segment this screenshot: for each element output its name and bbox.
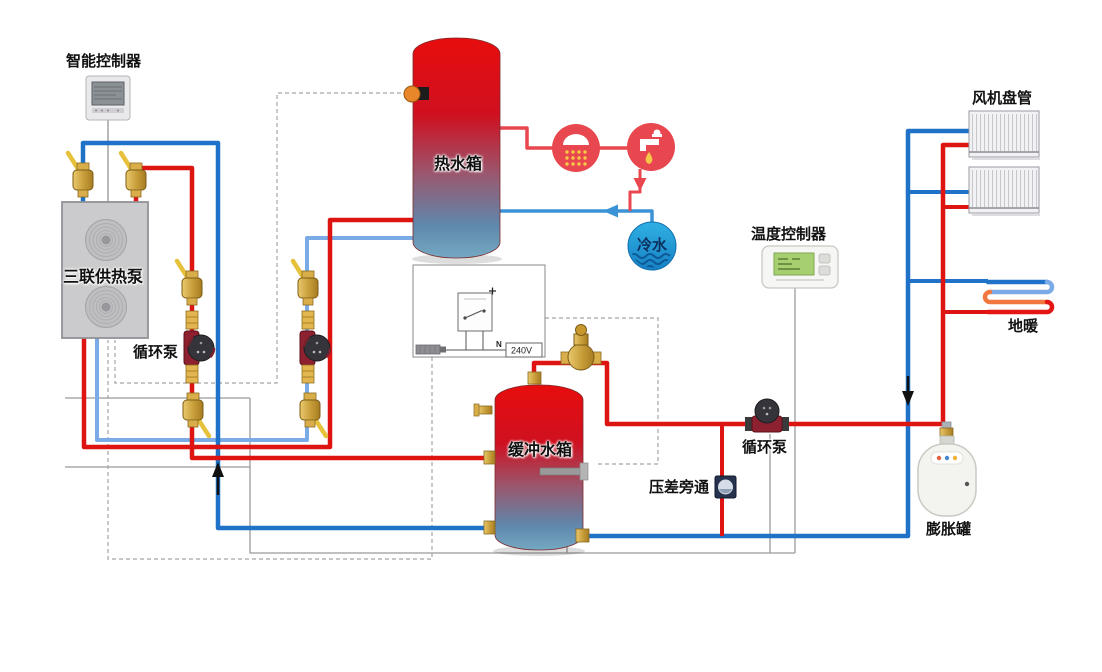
bypass-valve-icon xyxy=(714,475,737,499)
arrow-down-faucet xyxy=(633,178,647,191)
label-cold-water: 冷水 xyxy=(637,237,668,254)
label-expansion-tank: 膨胀罐 xyxy=(926,521,972,538)
water-drop-icon xyxy=(645,152,653,164)
pipe-faucet-drop xyxy=(628,169,642,211)
air-separator-icon xyxy=(560,324,602,371)
label-fan-coil: 风机盘管 xyxy=(972,90,1033,107)
neutral-label: N xyxy=(496,340,502,349)
arrow-up-return xyxy=(212,462,224,495)
label-circulation-pump-left: 循环泵 xyxy=(133,344,179,361)
tank-left-port xyxy=(483,520,496,535)
floor-heating-coil xyxy=(982,279,1055,315)
label-floor-heating: 地暖 xyxy=(1008,318,1039,335)
wire-tank-sensor-dashed xyxy=(114,92,408,384)
label-smart-controller: 智能控制器 xyxy=(66,53,142,70)
pipe-union-icon xyxy=(185,364,199,384)
ball-valve-icon xyxy=(121,153,146,197)
label-heat-pump: 三联供热泵 xyxy=(63,269,144,286)
tank-top-port xyxy=(527,371,542,385)
tank-temp-sensor-icon xyxy=(403,85,429,103)
smart-controller-device xyxy=(85,75,131,121)
voltage-label: 240V xyxy=(511,346,532,356)
fan-coil-unit-1 xyxy=(968,110,1040,160)
label-circulation-pump-right: 循环泵 xyxy=(742,439,788,456)
aquastat-probe-rod xyxy=(539,462,589,481)
circulation-pump-right-icon xyxy=(745,398,789,433)
expansion-tank-device xyxy=(917,421,977,517)
label-pressure-bypass: 压差旁通 xyxy=(649,479,710,496)
pipe-hot-bottom-loop xyxy=(81,217,413,450)
faucet-icon-badge xyxy=(627,123,675,171)
pump-column-1 xyxy=(177,261,216,436)
pipe-return-light-blue xyxy=(95,236,413,442)
pipe-cold-main-right xyxy=(582,128,969,539)
ball-valve-icon xyxy=(183,393,209,436)
fan-icon xyxy=(85,219,127,261)
temperature-controller-device xyxy=(761,245,839,289)
fan-coil-unit-2 xyxy=(968,166,1040,216)
arrow-left-coldfeed xyxy=(603,204,618,218)
temp-sensor-probe-icon xyxy=(415,344,446,355)
cold-water-badge xyxy=(627,221,677,271)
pipes xyxy=(80,126,1055,539)
tank-right-port xyxy=(575,528,590,543)
label-hot-water-tank: 热水箱 xyxy=(434,156,483,173)
heat-pump-unit xyxy=(61,201,149,339)
hot-water-tank xyxy=(403,37,502,264)
tank-left-port xyxy=(483,450,496,465)
pipe-heating-supply-main xyxy=(531,142,969,427)
wiring-diagram-box: N 240V xyxy=(412,264,546,358)
label-buffer-tank: 缓冲水箱 xyxy=(508,442,573,459)
shower-icon-badge xyxy=(552,124,600,172)
buffer-tank xyxy=(473,371,590,556)
pipe-union-icon xyxy=(185,310,199,330)
pipe-dhw-to-shower xyxy=(500,126,629,150)
ball-valve-icon xyxy=(68,153,93,197)
ball-valve-icon xyxy=(300,393,326,436)
faucet-icon xyxy=(640,139,659,151)
circulation-pump-icon xyxy=(182,329,216,367)
flow-arrows xyxy=(212,178,914,495)
drain-valve-icon xyxy=(473,403,493,417)
ball-valve-icon xyxy=(177,261,202,305)
arrow-down-riser xyxy=(902,376,914,406)
pipe-union-icon xyxy=(301,310,315,330)
fan-icon xyxy=(85,286,127,328)
wire-aquastat-probe-dashed xyxy=(545,317,659,465)
aquastat-switch-icon xyxy=(457,287,496,332)
pipe-cold-water-feed xyxy=(500,209,654,224)
label-temperature-controller: 温度控制器 xyxy=(751,226,827,243)
pipe-union-icon xyxy=(301,364,315,384)
shower-head-icon xyxy=(563,134,589,145)
pump-column-2 xyxy=(293,261,332,436)
aquastat-leads xyxy=(446,331,506,351)
circulation-pump-icon xyxy=(298,329,332,367)
